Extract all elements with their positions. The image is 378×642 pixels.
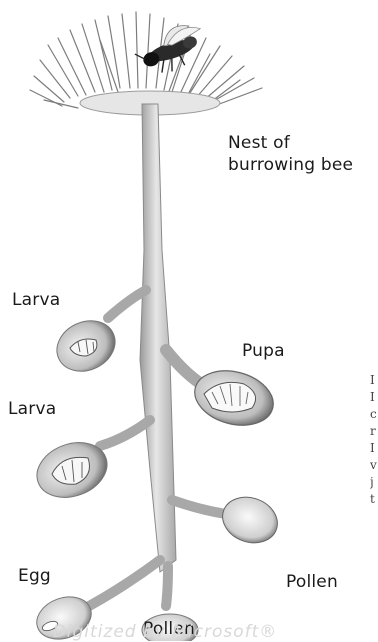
branch-pollen-right: [172, 500, 226, 514]
branch-larva-lower: [100, 420, 150, 446]
label-pupa: Pupa: [242, 340, 285, 362]
branch-egg: [78, 560, 160, 612]
title-line-2: burrowing bee: [228, 154, 353, 176]
edge-char: I: [370, 440, 378, 457]
title-line-1: Nest of: [228, 132, 353, 154]
edge-char: c: [370, 406, 378, 423]
cropped-edge-text: I I c r I v j t: [370, 372, 378, 508]
edge-char: r: [370, 423, 378, 440]
cell-pollen-right: [216, 490, 284, 550]
watermark: Digitized by Microsoft®: [0, 622, 330, 642]
branch-larva-upper: [108, 290, 146, 318]
bee-icon: [131, 20, 210, 81]
diagram-title: Nest of burrowing bee: [228, 132, 353, 176]
cell-larva-upper: [49, 312, 124, 381]
cell-pupa: [189, 363, 280, 434]
label-larva-lower: Larva: [8, 398, 56, 420]
edge-char: v: [370, 457, 378, 474]
label-egg: Egg: [18, 565, 51, 587]
branch-pollen-bottom: [166, 566, 168, 606]
edge-char: I: [370, 389, 378, 406]
edge-char: j: [370, 474, 378, 491]
label-larva-upper: Larva: [12, 289, 60, 311]
edge-char: t: [370, 491, 378, 508]
label-pollen-right: Pollen: [286, 571, 338, 593]
edge-char: I: [370, 372, 378, 389]
